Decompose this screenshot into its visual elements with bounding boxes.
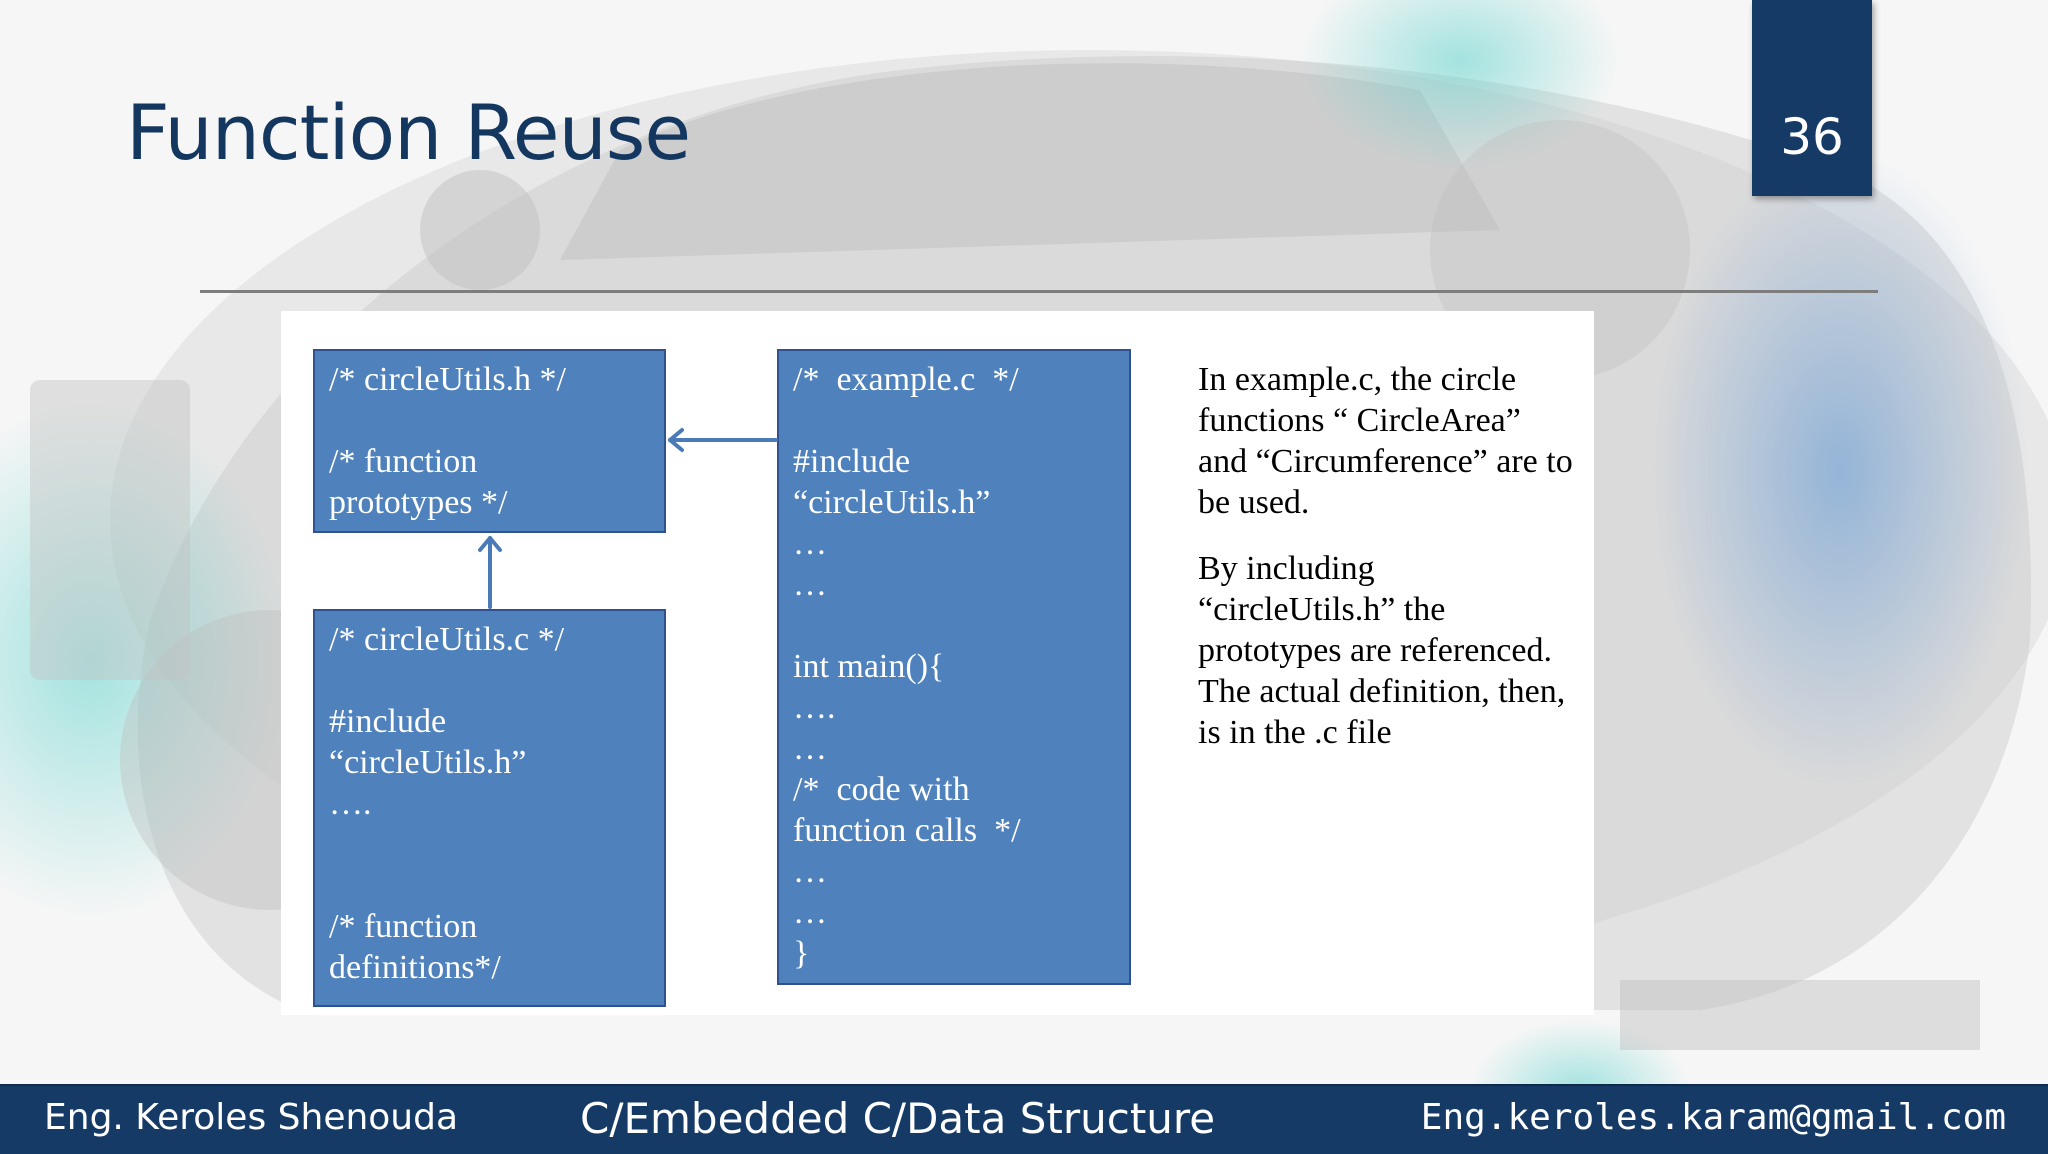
code-line: … [793,894,827,931]
code-line: …. [329,785,372,822]
explanation-text: In example.c, the circle functions “ Cir… [1198,359,1578,778]
footer-email: Eng.keroles.karam@gmail.com [1420,1097,2006,1138]
code-line: … [793,566,827,603]
code-line: /* circleUtils.h */ [329,361,567,398]
code-line: } [793,935,810,972]
code-line [329,824,650,865]
page-number: 36 [1780,108,1844,166]
code-line: /* code with [793,771,970,808]
code-line: …. [793,689,836,726]
code-line: /* example.c */ [793,361,1019,398]
header-file-box: /* circleUtils.h */ /* function prototyp… [313,349,666,533]
code-line: “circleUtils.h” [793,484,991,521]
diagram-panel: /* circleUtils.h */ /* function prototyp… [281,311,1594,1015]
code-line [793,605,1115,646]
source-to-header-arrowhead [478,536,502,552]
example-file-box: /* example.c */ #include “circleUtils.h”… [777,349,1131,985]
code-line: #include [329,703,447,740]
footer-bar: Eng. Keroles Shenouda C/Embedded C/Data … [0,1084,2048,1154]
code-line: … [793,525,827,562]
code-line: function calls */ [793,812,1021,849]
code-line: /* circleUtils.c */ [329,621,565,658]
code-line: … [793,853,827,890]
code-line [329,660,650,701]
code-line [793,400,1115,441]
slide-title: Function Reuse [126,88,691,177]
code-line: “circleUtils.h” [329,744,527,781]
code-line [329,400,650,441]
code-line: definitions*/ [329,949,501,986]
code-line: /* function [329,908,478,945]
page-number-tab: 36 [1752,0,1872,196]
source-file-box: /* circleUtils.c */ #include “circleUtil… [313,609,666,1007]
code-line [329,865,650,906]
code-line: #include [793,443,911,480]
footer-course-title: C/Embedded C/Data Structure [580,1094,1216,1143]
title-divider [200,290,1878,293]
code-line: … [793,730,827,767]
explanation-paragraph: By including “circleUtils.h” the prototy… [1198,550,1566,751]
code-line: /* function [329,443,478,480]
example-to-header-arrowhead [668,428,684,452]
explanation-paragraph: In example.c, the circle functions “ Cir… [1198,361,1573,521]
code-line: prototypes */ [329,484,508,521]
code-line: int main(){ [793,648,945,685]
footer-author: Eng. Keroles Shenouda [44,1097,459,1138]
